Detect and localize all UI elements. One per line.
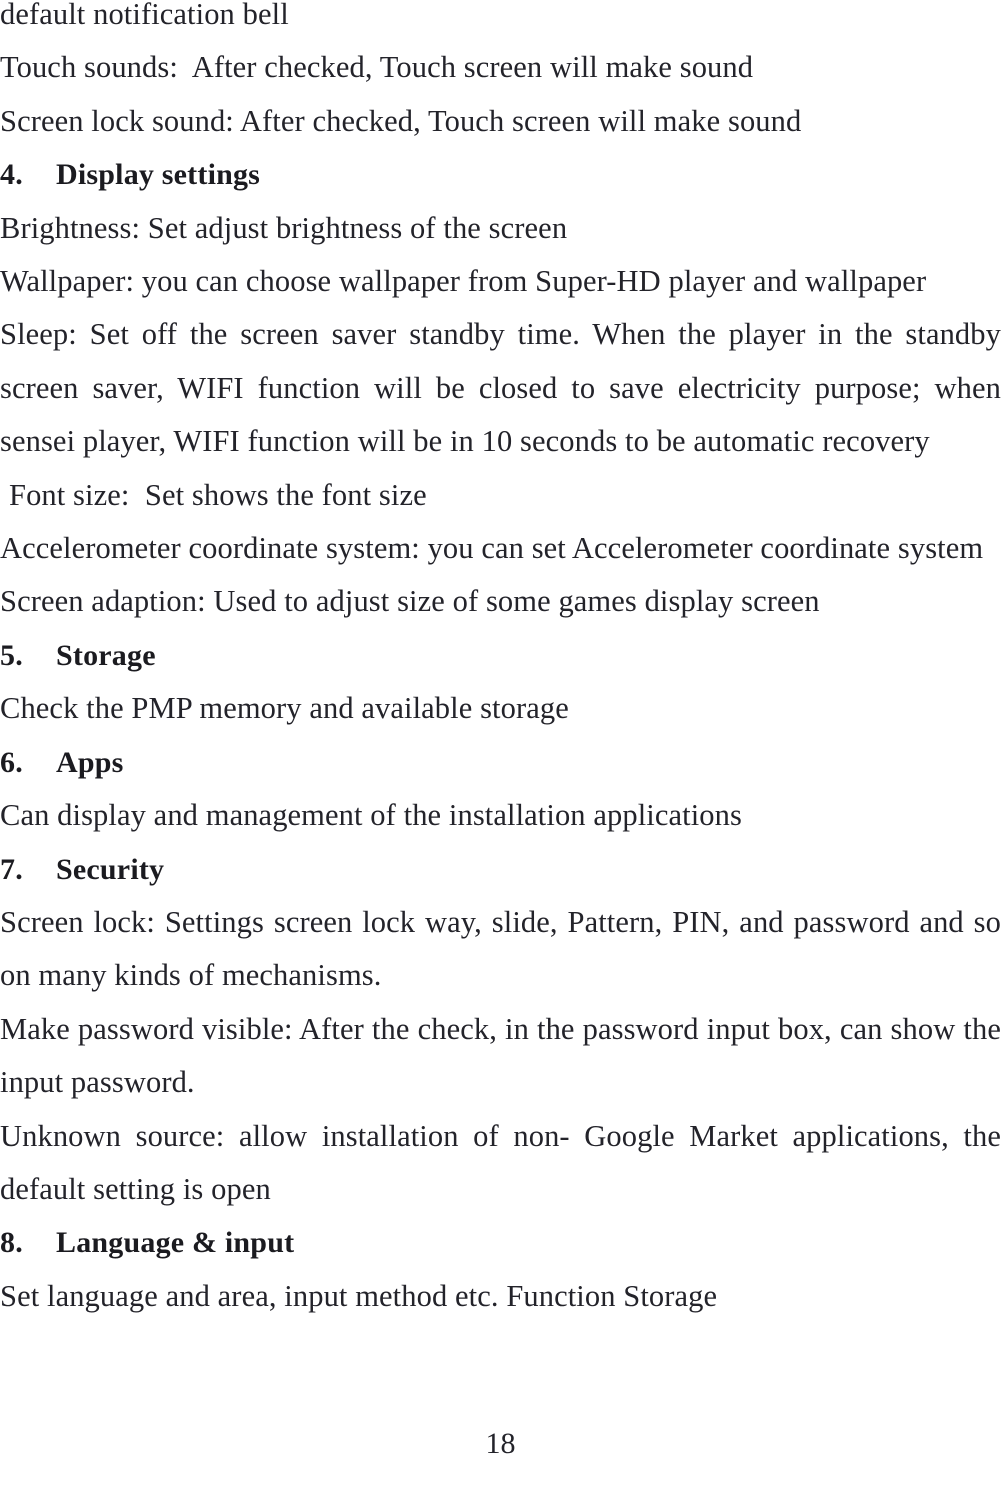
line-default-notification-bell: default notification bell: [0, 0, 289, 31]
heading-title: Apps: [56, 745, 124, 779]
heading-title: Security: [56, 852, 165, 886]
heading-apps: 6. Apps: [0, 736, 1001, 789]
line-brightness: Brightness: Set adjust brightness of the…: [0, 210, 568, 245]
line-wallpaper: Wallpaper: you can choose wallpaper from…: [0, 264, 927, 299]
line-touch-sounds: Touch sounds: After checked, Touch scree…: [0, 50, 754, 85]
line-font-size: Font size: Set shows the font size: [9, 477, 427, 512]
paragraph-unknown-source: Unknown source: allow installation of no…: [0, 1118, 1001, 1206]
heading-number: 5.: [0, 638, 23, 672]
line-can-display-management: Can display and management of the instal…: [0, 798, 742, 833]
heading-number: 6.: [0, 745, 23, 779]
line-screen-adaption: Screen adaption: Used to adjust size of …: [0, 584, 820, 619]
line-screen-lock-sound: Screen lock sound: After checked, Touch …: [0, 103, 802, 138]
heading-title: Storage: [56, 638, 156, 672]
heading-number: 8.: [0, 1226, 23, 1260]
paragraph-screen-lock: Screen lock: Settings screen lock way, s…: [0, 904, 1001, 993]
heading-storage: 5. Storage: [0, 629, 1001, 682]
heading-security: 7. Security: [0, 843, 1001, 896]
line-accelerometer: Accelerometer coordinate system: you can…: [0, 531, 984, 566]
heading-display-settings: 4. Display settings: [0, 148, 1001, 201]
heading-title: Display settings: [56, 158, 261, 192]
line-check-pmp-memory: Check the PMP memory and available stora…: [0, 691, 569, 726]
heading-language-input: 8. Language & input: [0, 1216, 1001, 1269]
line-set-language: Set language and area, input method etc.…: [0, 1278, 718, 1313]
page-number: 18: [485, 1427, 516, 1460]
paragraph-make-password-visible: Make password visible: After the check, …: [0, 1011, 1001, 1100]
heading-number: 4.: [0, 158, 23, 192]
paragraph-sleep: Sleep: Set off the screen saver standby …: [0, 317, 1001, 459]
heading-title: Language & input: [56, 1226, 295, 1260]
heading-number: 7.: [0, 852, 23, 886]
